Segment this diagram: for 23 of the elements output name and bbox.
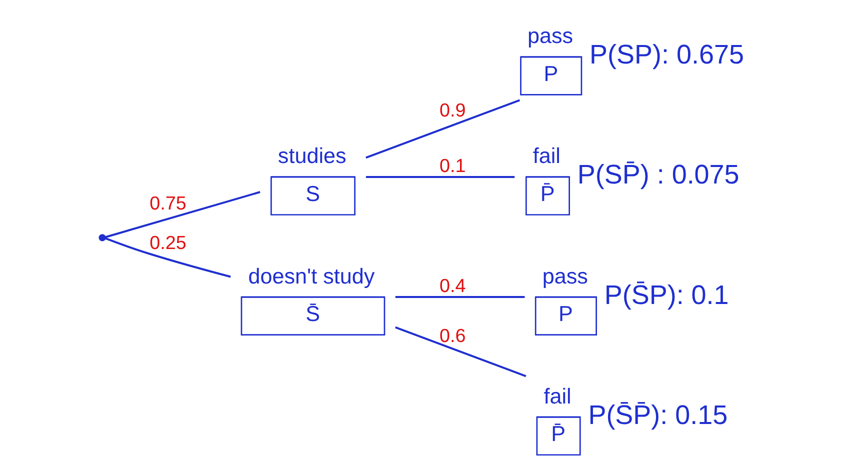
node-point: [98, 234, 106, 242]
connector: [394, 326, 526, 378]
node-label: pass: [527, 23, 573, 48]
node-label: fail: [543, 383, 571, 408]
node-label: P(SP): 0.675: [589, 40, 744, 70]
edge-label: 0.9: [439, 100, 466, 122]
edge-label: 0.25: [149, 232, 186, 254]
edge-label: 0.4: [439, 276, 466, 297]
node-label: pass: [542, 263, 588, 288]
connector: [104, 237, 230, 278]
node-label: doesn't study: [248, 263, 374, 288]
edge-label: 0.75: [149, 194, 186, 215]
edge-label: 0.1: [439, 156, 466, 177]
node-label: P(S̄P̄): 0.15: [588, 400, 728, 430]
edge-label: 0.6: [439, 326, 466, 347]
node-label: studies: [277, 143, 346, 168]
node-label: fail: [532, 143, 560, 168]
connector: [365, 99, 520, 159]
node-label: P(SP̄) : 0.075: [576, 160, 739, 190]
connector: [394, 296, 524, 298]
connector: [365, 176, 514, 178]
node-label: P(S̄P): 0.1: [604, 280, 728, 310]
connector: [104, 191, 260, 238]
